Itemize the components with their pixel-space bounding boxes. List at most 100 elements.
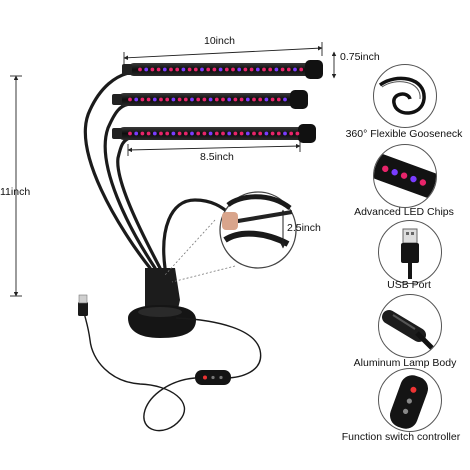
led-dot (140, 131, 145, 136)
led-dot (221, 131, 225, 136)
led-dot (252, 131, 256, 136)
led-dot (152, 97, 157, 102)
led-dot (245, 97, 250, 102)
led-dot (169, 67, 173, 72)
lamp-body-icon (378, 294, 442, 358)
feature-label-lamp-body: Aluminum Lamp Body (353, 357, 457, 369)
led-dot (221, 97, 225, 102)
led-dot (181, 67, 186, 72)
led-dot (280, 67, 285, 72)
led-dot (299, 67, 304, 72)
led-dot (274, 67, 279, 72)
led-dot (171, 97, 176, 102)
led-dot (128, 131, 132, 136)
led-dot (218, 67, 223, 72)
led-dot (262, 67, 266, 72)
label-bar-width: 0.75inch (340, 51, 380, 63)
label-bar-length: 10inch (204, 35, 235, 47)
feature-label-usb: USB Port (387, 279, 431, 291)
led-dot (270, 97, 275, 102)
led-dot (264, 97, 269, 102)
led-dot (293, 67, 297, 72)
led-dot (252, 97, 256, 102)
light-bar-bottom (112, 124, 316, 143)
led-dot (150, 67, 155, 72)
label-short-length: 8.5inch (200, 151, 234, 163)
led-dot (258, 97, 263, 102)
led-dot (196, 131, 201, 136)
led-dot (208, 131, 213, 136)
feature-label-controller: Function switch controller (341, 431, 461, 443)
led-dot (249, 67, 254, 72)
led-dot (138, 67, 142, 72)
led-dot (237, 67, 242, 72)
led-chip-icon (373, 144, 437, 208)
led-dot (196, 97, 201, 102)
feature-label-led: Advanced LED Chips (354, 206, 454, 218)
led-dot (156, 67, 161, 72)
dimension-lines (10, 42, 337, 297)
led-dot (162, 67, 167, 72)
led-dot (128, 97, 132, 102)
usb-plug-icon (378, 220, 442, 284)
led-dot (270, 131, 275, 136)
led-dot (140, 97, 145, 102)
led-dot (255, 67, 260, 72)
label-clip-opening: 2.5inch (287, 222, 321, 234)
led-dot (233, 131, 238, 136)
led-dot (283, 131, 287, 136)
usb-plug-on-cable (78, 294, 88, 316)
led-dot (258, 131, 263, 136)
led-dot (202, 97, 207, 102)
led-dot (187, 67, 192, 72)
led-dots (128, 67, 304, 136)
clip-base (128, 268, 196, 338)
led-dot (233, 97, 238, 102)
led-dot (206, 67, 211, 72)
led-dot (165, 97, 170, 102)
led-dot (159, 97, 163, 102)
led-dot (193, 67, 198, 72)
led-dot (202, 131, 207, 136)
label-height: 11inch (0, 186, 31, 198)
led-dot (190, 97, 194, 102)
led-dot (227, 97, 232, 102)
led-dot (146, 131, 151, 136)
led-dot (214, 97, 219, 102)
feature-label-gooseneck: 360° Flexible Gooseneck (345, 128, 463, 140)
led-dot (183, 131, 188, 136)
led-dot (214, 131, 219, 136)
led-dot (177, 131, 182, 136)
led-dot (165, 131, 170, 136)
led-dot (289, 131, 294, 136)
arm-fourth (162, 198, 234, 270)
usb-cable (83, 311, 262, 432)
arm-top (83, 70, 152, 270)
gooseneck-icon (373, 64, 437, 128)
led-dot (286, 67, 291, 72)
led-dot (134, 131, 139, 136)
led-dot (224, 67, 229, 72)
led-dot (245, 131, 250, 136)
led-dot (190, 131, 194, 136)
led-dot (159, 131, 163, 136)
led-dot (146, 97, 151, 102)
led-dot (283, 97, 287, 102)
controller-icon (378, 368, 442, 432)
led-dot (295, 131, 300, 136)
clip-zoom-circle (219, 191, 297, 269)
arm-bottom (116, 136, 162, 270)
led-dot (144, 67, 149, 72)
led-dot (212, 67, 217, 72)
arm-middle (103, 102, 157, 270)
led-dot (268, 67, 273, 72)
led-dot (208, 97, 213, 102)
led-dot (239, 97, 244, 102)
led-dot (134, 97, 139, 102)
led-dot (171, 131, 176, 136)
led-dot (177, 97, 182, 102)
led-dot (231, 67, 235, 72)
led-dot (200, 67, 204, 72)
led-dot (227, 131, 232, 136)
